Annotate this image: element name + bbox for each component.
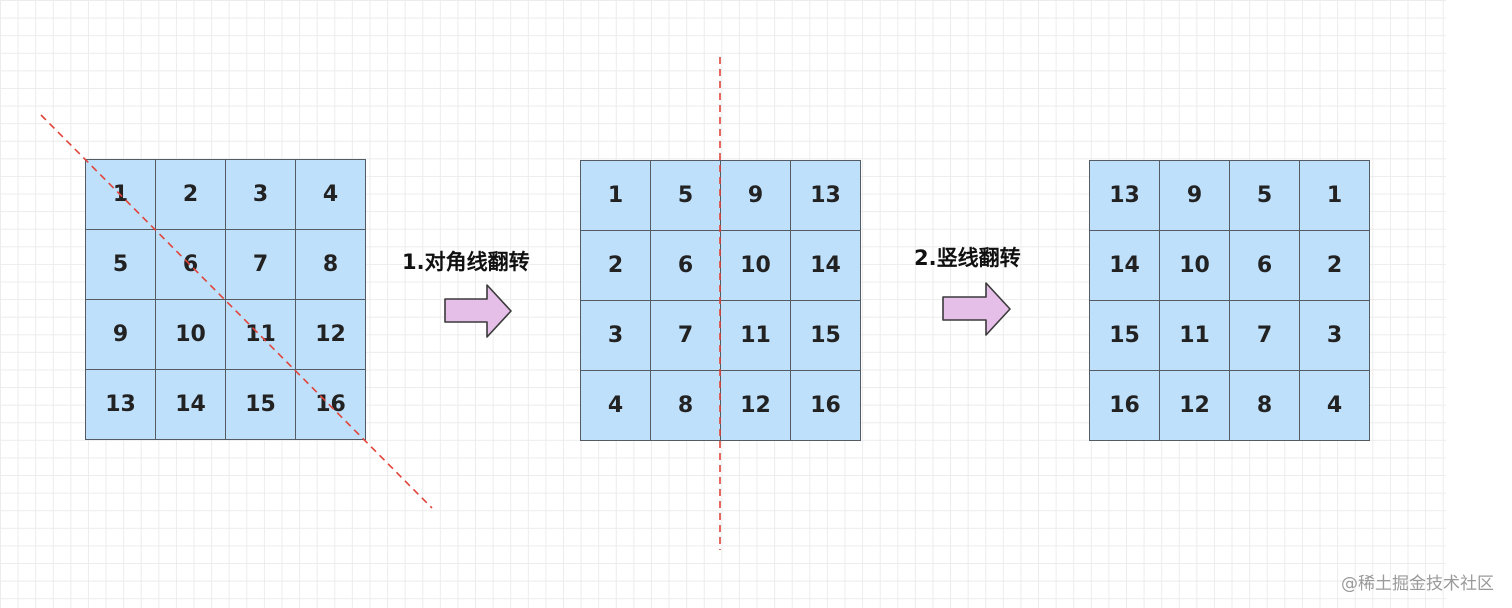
step-2-label: 2.竖线翻转 bbox=[914, 246, 1021, 270]
matrix-cell: 2 bbox=[1300, 231, 1370, 301]
matrix-cell: 11 bbox=[721, 301, 791, 371]
matrix-cell: 12 bbox=[296, 300, 366, 370]
matrix-cell: 7 bbox=[226, 230, 296, 300]
matrix-cell: 15 bbox=[1090, 301, 1160, 371]
matrix-cell: 13 bbox=[791, 161, 861, 231]
matrix-cell: 3 bbox=[581, 301, 651, 371]
matrix-cell: 8 bbox=[1230, 371, 1300, 441]
matrix-cell: 7 bbox=[651, 301, 721, 371]
matrix-cell: 12 bbox=[1160, 371, 1230, 441]
matrix-cell: 8 bbox=[296, 230, 366, 300]
matrix-cell: 10 bbox=[156, 300, 226, 370]
matrix-cell: 16 bbox=[791, 371, 861, 441]
matrix-cell: 13 bbox=[86, 370, 156, 440]
matrix-cell: 9 bbox=[1160, 161, 1230, 231]
matrix-cell: 5 bbox=[651, 161, 721, 231]
matrix-cell: 14 bbox=[156, 370, 226, 440]
canvas-margin bbox=[1446, 0, 1512, 608]
matrix-cell: 14 bbox=[791, 231, 861, 301]
matrix-cell: 6 bbox=[156, 230, 226, 300]
matrix-cell: 3 bbox=[226, 160, 296, 230]
matrix-cell: 13 bbox=[1090, 161, 1160, 231]
matrix-cell: 9 bbox=[86, 300, 156, 370]
step-1-label: 1.对角线翻转 bbox=[402, 250, 530, 274]
matrix-cell: 9 bbox=[721, 161, 791, 231]
matrix-cell: 7 bbox=[1230, 301, 1300, 371]
matrix-cell: 1 bbox=[86, 160, 156, 230]
matrix-cell: 4 bbox=[1300, 371, 1370, 441]
matrix-cell: 11 bbox=[1160, 301, 1230, 371]
watermark: @稀土掘金技术社区 bbox=[1341, 574, 1494, 594]
matrix-cell: 2 bbox=[581, 231, 651, 301]
matrix-cell: 2 bbox=[156, 160, 226, 230]
matrix-cell: 15 bbox=[791, 301, 861, 371]
matrix-cell: 3 bbox=[1300, 301, 1370, 371]
matrix-cell: 1 bbox=[1300, 161, 1370, 231]
matrix-cell: 4 bbox=[581, 371, 651, 441]
matrix-cell: 10 bbox=[721, 231, 791, 301]
matrix-cell: 16 bbox=[1090, 371, 1160, 441]
matrix-cell: 1 bbox=[581, 161, 651, 231]
matrix-cell: 11 bbox=[226, 300, 296, 370]
matrix-cell: 5 bbox=[1230, 161, 1300, 231]
matrix-cell: 6 bbox=[651, 231, 721, 301]
matrix-cell: 12 bbox=[721, 371, 791, 441]
matrix-cell: 10 bbox=[1160, 231, 1230, 301]
matrix-cell: 6 bbox=[1230, 231, 1300, 301]
matrix-cell: 14 bbox=[1090, 231, 1160, 301]
matrix-cell: 16 bbox=[296, 370, 366, 440]
matrix-cell: 4 bbox=[296, 160, 366, 230]
matrix-cell: 15 bbox=[226, 370, 296, 440]
matrix-cell: 5 bbox=[86, 230, 156, 300]
matrix-cell: 8 bbox=[651, 371, 721, 441]
